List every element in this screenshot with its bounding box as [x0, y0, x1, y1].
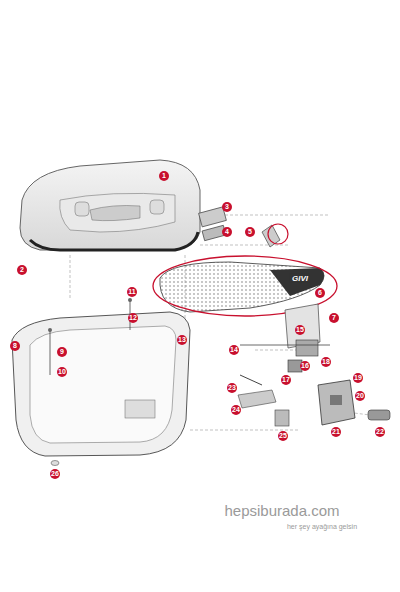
callout-number: 11: [127, 287, 137, 297]
callout-number: 5: [245, 227, 255, 237]
callout-number: 6: [315, 288, 325, 298]
callout-number: 8: [10, 341, 20, 351]
watermark: her şey ayağına gelsin: [287, 523, 357, 530]
callout-number: 15: [295, 325, 305, 335]
callout-number: 16: [300, 361, 310, 371]
callout-number: 19: [353, 373, 363, 383]
callout-number: 12: [128, 313, 138, 323]
callout-number: 4: [222, 227, 232, 237]
callout-number: 14: [229, 345, 239, 355]
callout-number: 26: [50, 469, 60, 479]
callout-number: 13: [177, 335, 187, 345]
callout-number: 17: [281, 375, 291, 385]
callout-number: 2: [17, 265, 27, 275]
callout-number: 22: [375, 427, 385, 437]
watermark: hepsiburada.com: [224, 502, 339, 519]
callout-number: 10: [57, 367, 67, 377]
callout-number: 24: [231, 405, 241, 415]
brand-logo: GIVI: [290, 274, 310, 283]
callout-number: 18: [321, 357, 331, 367]
callout-number: 9: [57, 347, 67, 357]
callout-number: 1: [159, 171, 169, 181]
callout-number: 25: [278, 431, 288, 441]
callout-number: 3: [222, 202, 232, 212]
callout-number: 20: [355, 391, 365, 401]
callout-number: 23: [227, 383, 237, 393]
callout-number: 21: [331, 427, 341, 437]
callout-number: 7: [329, 313, 339, 323]
